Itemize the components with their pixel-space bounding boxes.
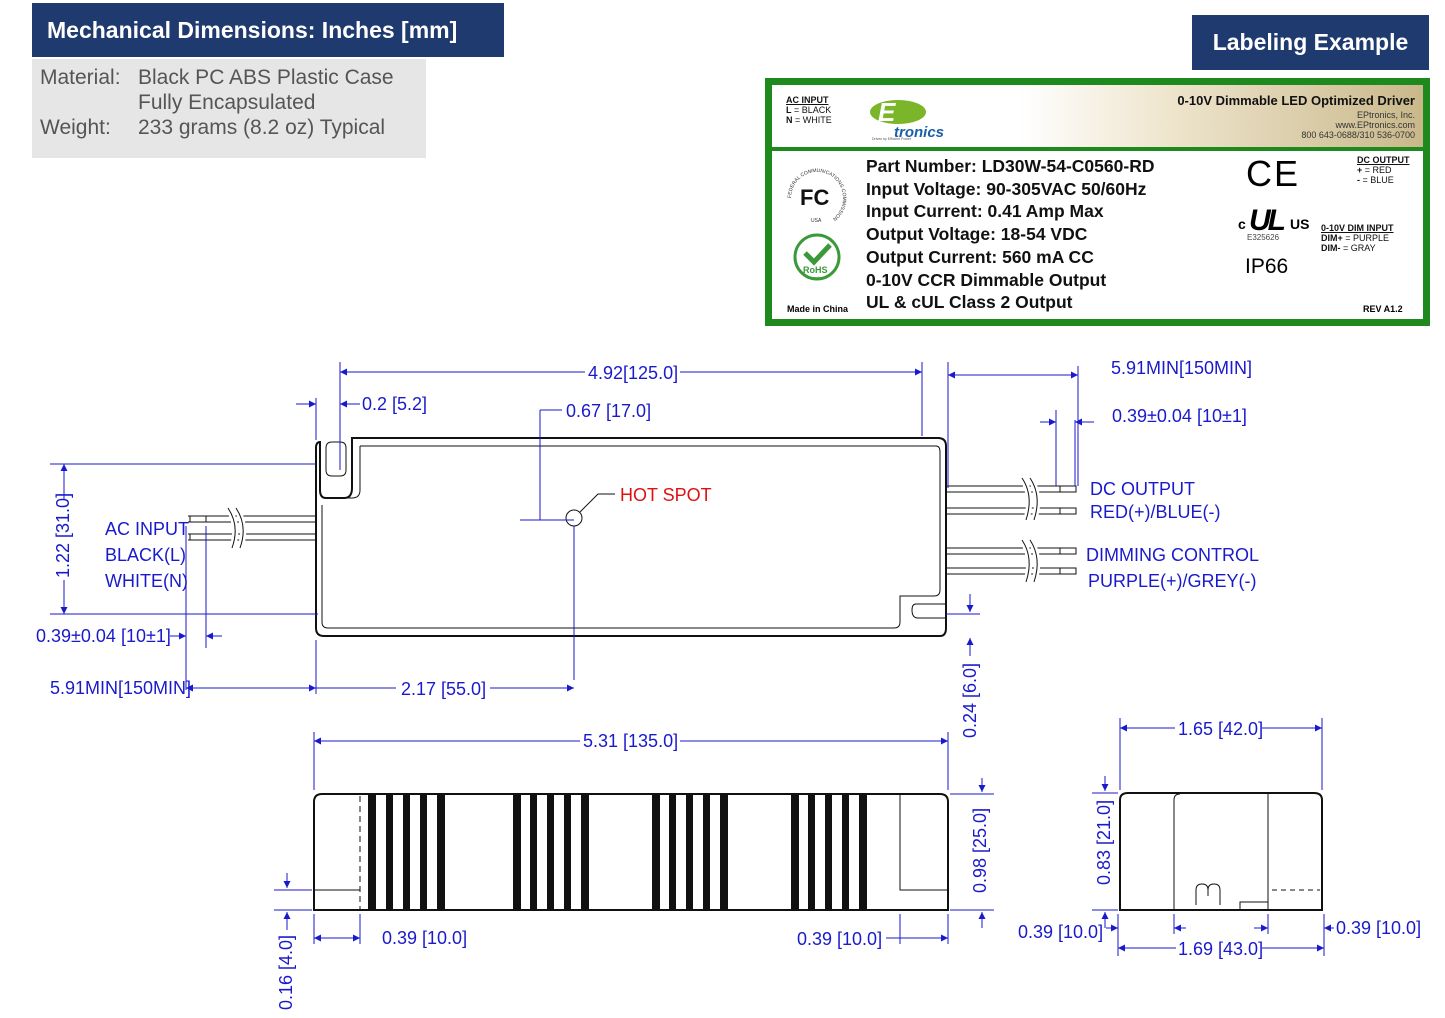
mechanical-dimensions-header: Mechanical Dimensions: Inches [mm] (32, 3, 504, 57)
ul-class: UL & cUL Class 2 Output (866, 292, 1073, 313)
weight-value: 233 grams (8.2 oz) Typical (138, 116, 386, 139)
labeling-example-header: Labeling Example (1192, 15, 1429, 70)
svg-text:FC: FC (800, 185, 829, 210)
dim-strip-right: 0.39±0.04 [10±1] (1112, 406, 1247, 426)
side-view-dimension-lines (274, 732, 994, 944)
label-ac-input: AC INPUT L = BLACK N = WHITE (786, 95, 832, 125)
dim-end-right: 0.39 [10.0] (797, 929, 882, 949)
label-company-info: EPtronics, Inc. www.EPtronics.com 800 64… (1301, 110, 1415, 140)
dim-tab: 0.2 [5.2] (362, 394, 427, 414)
ac-input-label: AC INPUT (105, 519, 189, 539)
weight-label: Weight: (40, 116, 111, 139)
dim-end-left: 0.39 [10.0] (382, 928, 467, 948)
top-view-dimension-lines (50, 362, 1094, 694)
end-view-dimension-lines (1092, 718, 1334, 956)
dim-height: 1.22 [31.0] (53, 493, 73, 578)
svg-text:Compliant: Compliant (807, 275, 826, 280)
top-view: HOT SPOT 4.9 (36, 358, 1259, 738)
dim-end-base-width: 1.69 [43.0] (1178, 939, 1263, 959)
output-voltage: Output Voltage: 18-54 VDC (866, 224, 1088, 245)
ac-white-label: WHITE(N) (105, 571, 188, 591)
svg-text:USA: USA (811, 218, 822, 224)
hot-spot-label: HOT SPOT (620, 485, 712, 505)
side-flange-right (899, 794, 948, 891)
label-dc-output: DC OUTPUT + = RED - = BLUE (1357, 155, 1410, 185)
dim-wire-left: 5.91MIN[150MIN] (50, 678, 191, 698)
dim-end-side-left: 0.39 [10.0] (1018, 922, 1103, 942)
side-vent-fins (368, 794, 867, 910)
made-in-china: Made in China (787, 304, 849, 314)
top-view-outline (315, 437, 947, 637)
side-view: 5.31 [135.0] 0.98 [25.0] 0.16 [4.0] 0.39… (274, 731, 994, 1010)
dim-case-height: 0.98 [25.0] (970, 808, 990, 893)
top-view-inner (321, 445, 941, 629)
ce-mark: CE (1246, 153, 1301, 194)
dc-output-label: DC OUTPUT (1090, 479, 1195, 499)
input-voltage: Input Voltage: 90-305VAC 50/60Hz (866, 178, 1147, 199)
eptronics-logo: E tronics Driven by Efficient Power (870, 97, 944, 141)
dim-wire-right: 5.91MIN[150MIN] (1111, 358, 1252, 378)
dc-output-wires (946, 476, 1077, 521)
ac-black-label: BLACK(L) (105, 545, 186, 565)
ul-file-number: E325626 (1247, 233, 1280, 242)
label-dim-input: 0-10V DIM INPUT DIM+ = PURPLE DIM- = GRA… (1321, 223, 1394, 253)
dimming-output: 0-10V CCR Dimmable Output (866, 269, 1107, 290)
mount-tab-right (911, 603, 947, 619)
part-number: Part Number: LD30W-54-C0560-RD (866, 156, 1155, 176)
label-product-title: 0-10V Dimmable LED Optimized Driver (1177, 93, 1415, 108)
ul-mark: UL (1249, 204, 1286, 237)
ip-rating: IP66 (1245, 255, 1289, 278)
dim-overall-length: 5.31 [135.0] (583, 731, 678, 751)
hot-spot-leader (579, 493, 615, 513)
dimming-wires (946, 538, 1077, 583)
hot-spot-marker (565, 509, 583, 527)
end-connector (1195, 883, 1221, 905)
svg-text:RoHS: RoHS (803, 265, 828, 275)
dim-hotspot-x: 0.67 [17.0] (566, 401, 651, 421)
label-top-band: AC INPUT L = BLACK N = WHITE E tronics D… (772, 85, 1423, 151)
svg-text:tronics: tronics (894, 124, 944, 141)
material-value: Black PC ABS Plastic Case (138, 66, 394, 89)
input-current: Input Current: 0.41 Amp Max (866, 201, 1104, 222)
ac-input-wires (188, 506, 316, 550)
dimming-control-colors: PURPLE(+)/GREY(-) (1088, 571, 1257, 591)
product-label: AC INPUT L = BLACK N = WHITE E tronics D… (765, 78, 1430, 326)
material-label: Material: (40, 66, 121, 89)
dc-output-colors: RED(+)/BLUE(-) (1090, 502, 1221, 522)
fcc-logo: FEDERAL COMMUNICATIONS COMMISSION FC USA (787, 168, 847, 224)
dim-end-width: 1.65 [42.0] (1178, 719, 1263, 739)
dim-base: 0.16 [4.0] (276, 935, 296, 1010)
side-view-outline (313, 793, 949, 911)
end-view: 1.65 [42.0] 0.83 [21.0] 0.39 [10.0] 0.39… (1018, 718, 1421, 959)
label-spec-lines: Part Number: LD30W-54-C0560-RD Input Vol… (866, 155, 1154, 314)
revision: REV A1.2 (1363, 304, 1403, 314)
output-current: Output Current: 560 mA CC (866, 246, 1094, 267)
top-vents (378, 437, 881, 637)
dim-strip-left: 0.39±0.04 [10±1] (36, 626, 171, 646)
material-value-2: Fully Encapsulated (138, 91, 316, 114)
dim-flange: 0.24 [6.0] (960, 663, 980, 738)
dim-hotspot-y: 2.17 [55.0] (401, 679, 486, 699)
svg-text:E: E (878, 97, 896, 127)
end-view-outline (1119, 792, 1323, 911)
mount-tab-left (325, 441, 347, 477)
svg-text:Driven by Efficient Power: Driven by Efficient Power (872, 137, 912, 141)
ul-us: US (1290, 216, 1310, 232)
ul-c: c (1238, 216, 1246, 232)
material-spec-box: Material: Black PC ABS Plastic Case Fully… (32, 59, 426, 158)
dimming-control-label: DIMMING CONTROL (1086, 545, 1259, 565)
dim-end-height: 0.83 [21.0] (1094, 800, 1114, 885)
dim-length-top: 4.92[125.0] (588, 363, 678, 383)
rohs-logo: RoHS Compliant (793, 233, 841, 281)
dim-end-side-right: 0.39 [10.0] (1336, 918, 1421, 938)
end-base-block (1239, 901, 1269, 910)
end-view-inner (1173, 793, 1269, 910)
